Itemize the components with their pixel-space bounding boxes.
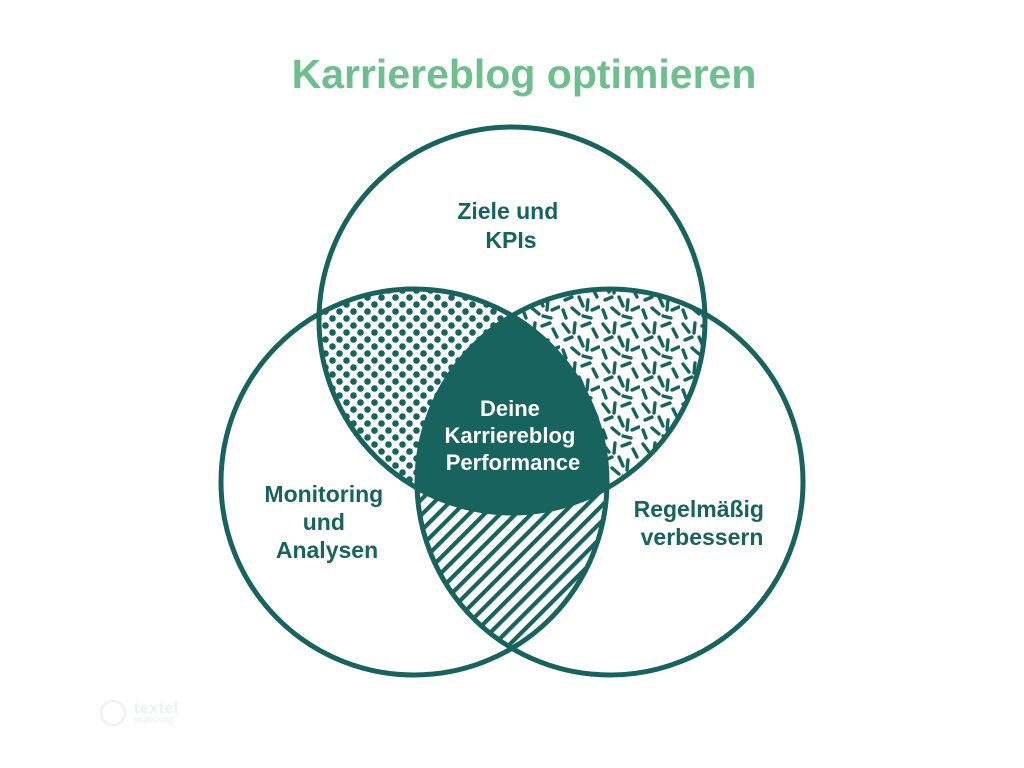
center-region: [417, 289, 607, 513]
label-center-line-1: Deine: [480, 396, 540, 421]
label-top-line-1: Ziele und: [457, 198, 558, 224]
watermark-name: textel: [134, 700, 180, 717]
logo-mark-icon: [100, 700, 126, 726]
label-center-line-3: Performance: [446, 450, 581, 475]
label-left-line-1: Monitoring: [264, 481, 383, 507]
watermark-logo: textel marketing: [100, 700, 179, 726]
label-top: Ziele und KPIs: [457, 198, 564, 253]
label-right-line-2: verbessern: [641, 524, 764, 550]
label-left: Monitoring und Analysen: [264, 481, 389, 563]
label-center: Deine Karriereblog Performance: [445, 396, 582, 475]
watermark-sub: marketing: [134, 715, 174, 725]
label-top-line-2: KPIs: [485, 227, 536, 253]
label-right-line-1: Regelmäßig: [634, 496, 764, 522]
watermark-text: textel marketing: [134, 701, 179, 725]
label-left-line-3: Analysen: [276, 537, 378, 563]
label-left-line-2: und: [303, 509, 345, 535]
label-right: Regelmäßig verbessern: [634, 496, 771, 550]
circle-top-outline: [316, 124, 708, 516]
center-intersection-fill: [417, 289, 607, 513]
label-center-line-2: Karriereblog: [445, 423, 576, 448]
circle-right-outline: [414, 286, 806, 678]
diagram-title: Karriereblog optimieren: [292, 51, 757, 97]
circle-left-outline: [218, 286, 610, 678]
